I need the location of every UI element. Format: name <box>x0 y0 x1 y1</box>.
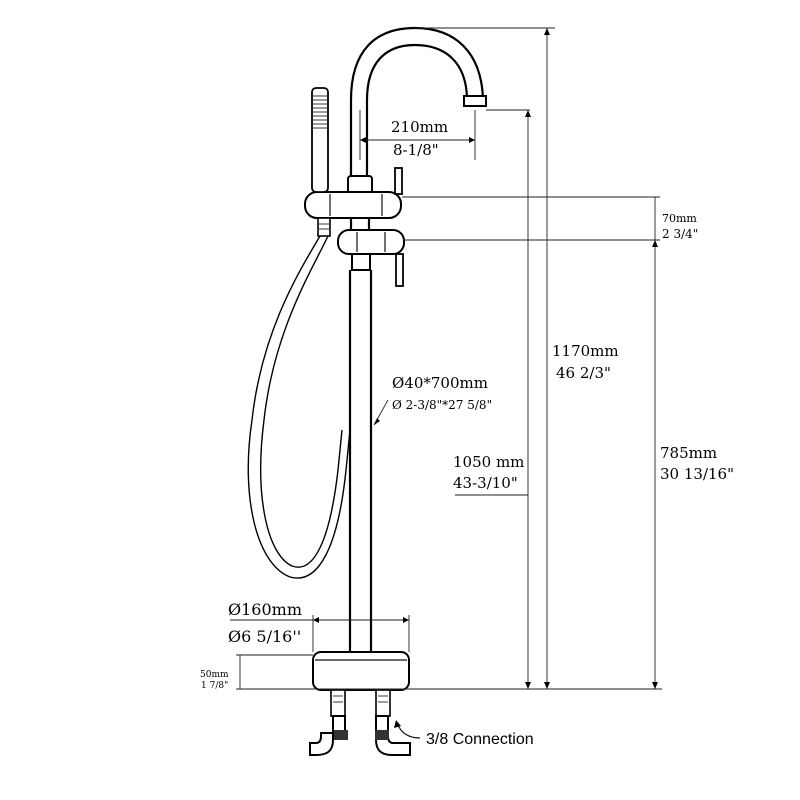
label-col-dia-in: Ø 2-3/8"*27 5/8" <box>392 398 492 412</box>
spout-inner <box>365 43 469 178</box>
label-785mm: 785mm <box>660 444 717 462</box>
label-50mm: 50mm <box>200 670 229 680</box>
label-46-2-3in: 46 2/3" <box>556 364 611 382</box>
faucet-body <box>247 26 487 756</box>
label-30-13-16in: 30 13/16" <box>660 465 734 483</box>
hose-inner <box>260 235 343 568</box>
label-70mm: 70mm <box>662 212 697 225</box>
label-1170mm: 1170mm <box>552 342 619 360</box>
dimension-lines <box>230 27 662 739</box>
label-43-3-10in: 43-3/10" <box>453 474 518 492</box>
lower-collar <box>351 253 371 271</box>
spout-aerator <box>463 95 487 107</box>
hand-shower <box>311 87 331 237</box>
label-160mm: Ø160mm <box>228 600 302 619</box>
label-1050mm: 1050 mm <box>453 453 524 471</box>
label-col-dia-mm: Ø40*700mm <box>392 374 488 392</box>
dimension-labels: 210mm 8-1/8" 70mm 2 3/4" 1170mm 46 2/3" … <box>200 118 734 748</box>
upper-lever <box>394 167 403 195</box>
lower-lever <box>395 253 404 287</box>
label-connection: 3/8 Connection <box>426 731 534 748</box>
label-2-3-4in: 2 3/4" <box>662 227 698 241</box>
upper-valve-body <box>304 191 402 219</box>
label-8-1-8in: 8-1/8" <box>393 141 439 159</box>
label-210mm: 210mm <box>391 118 448 136</box>
hose-outer <box>247 235 351 579</box>
label-6-5-16in: Ø6 5/16'' <box>228 627 301 646</box>
lower-valve-body <box>337 229 405 255</box>
spout-outer <box>349 26 485 178</box>
label-1-7-8in: 1 7/8" <box>201 681 228 691</box>
supply-pipes <box>309 689 411 756</box>
base <box>312 651 410 691</box>
